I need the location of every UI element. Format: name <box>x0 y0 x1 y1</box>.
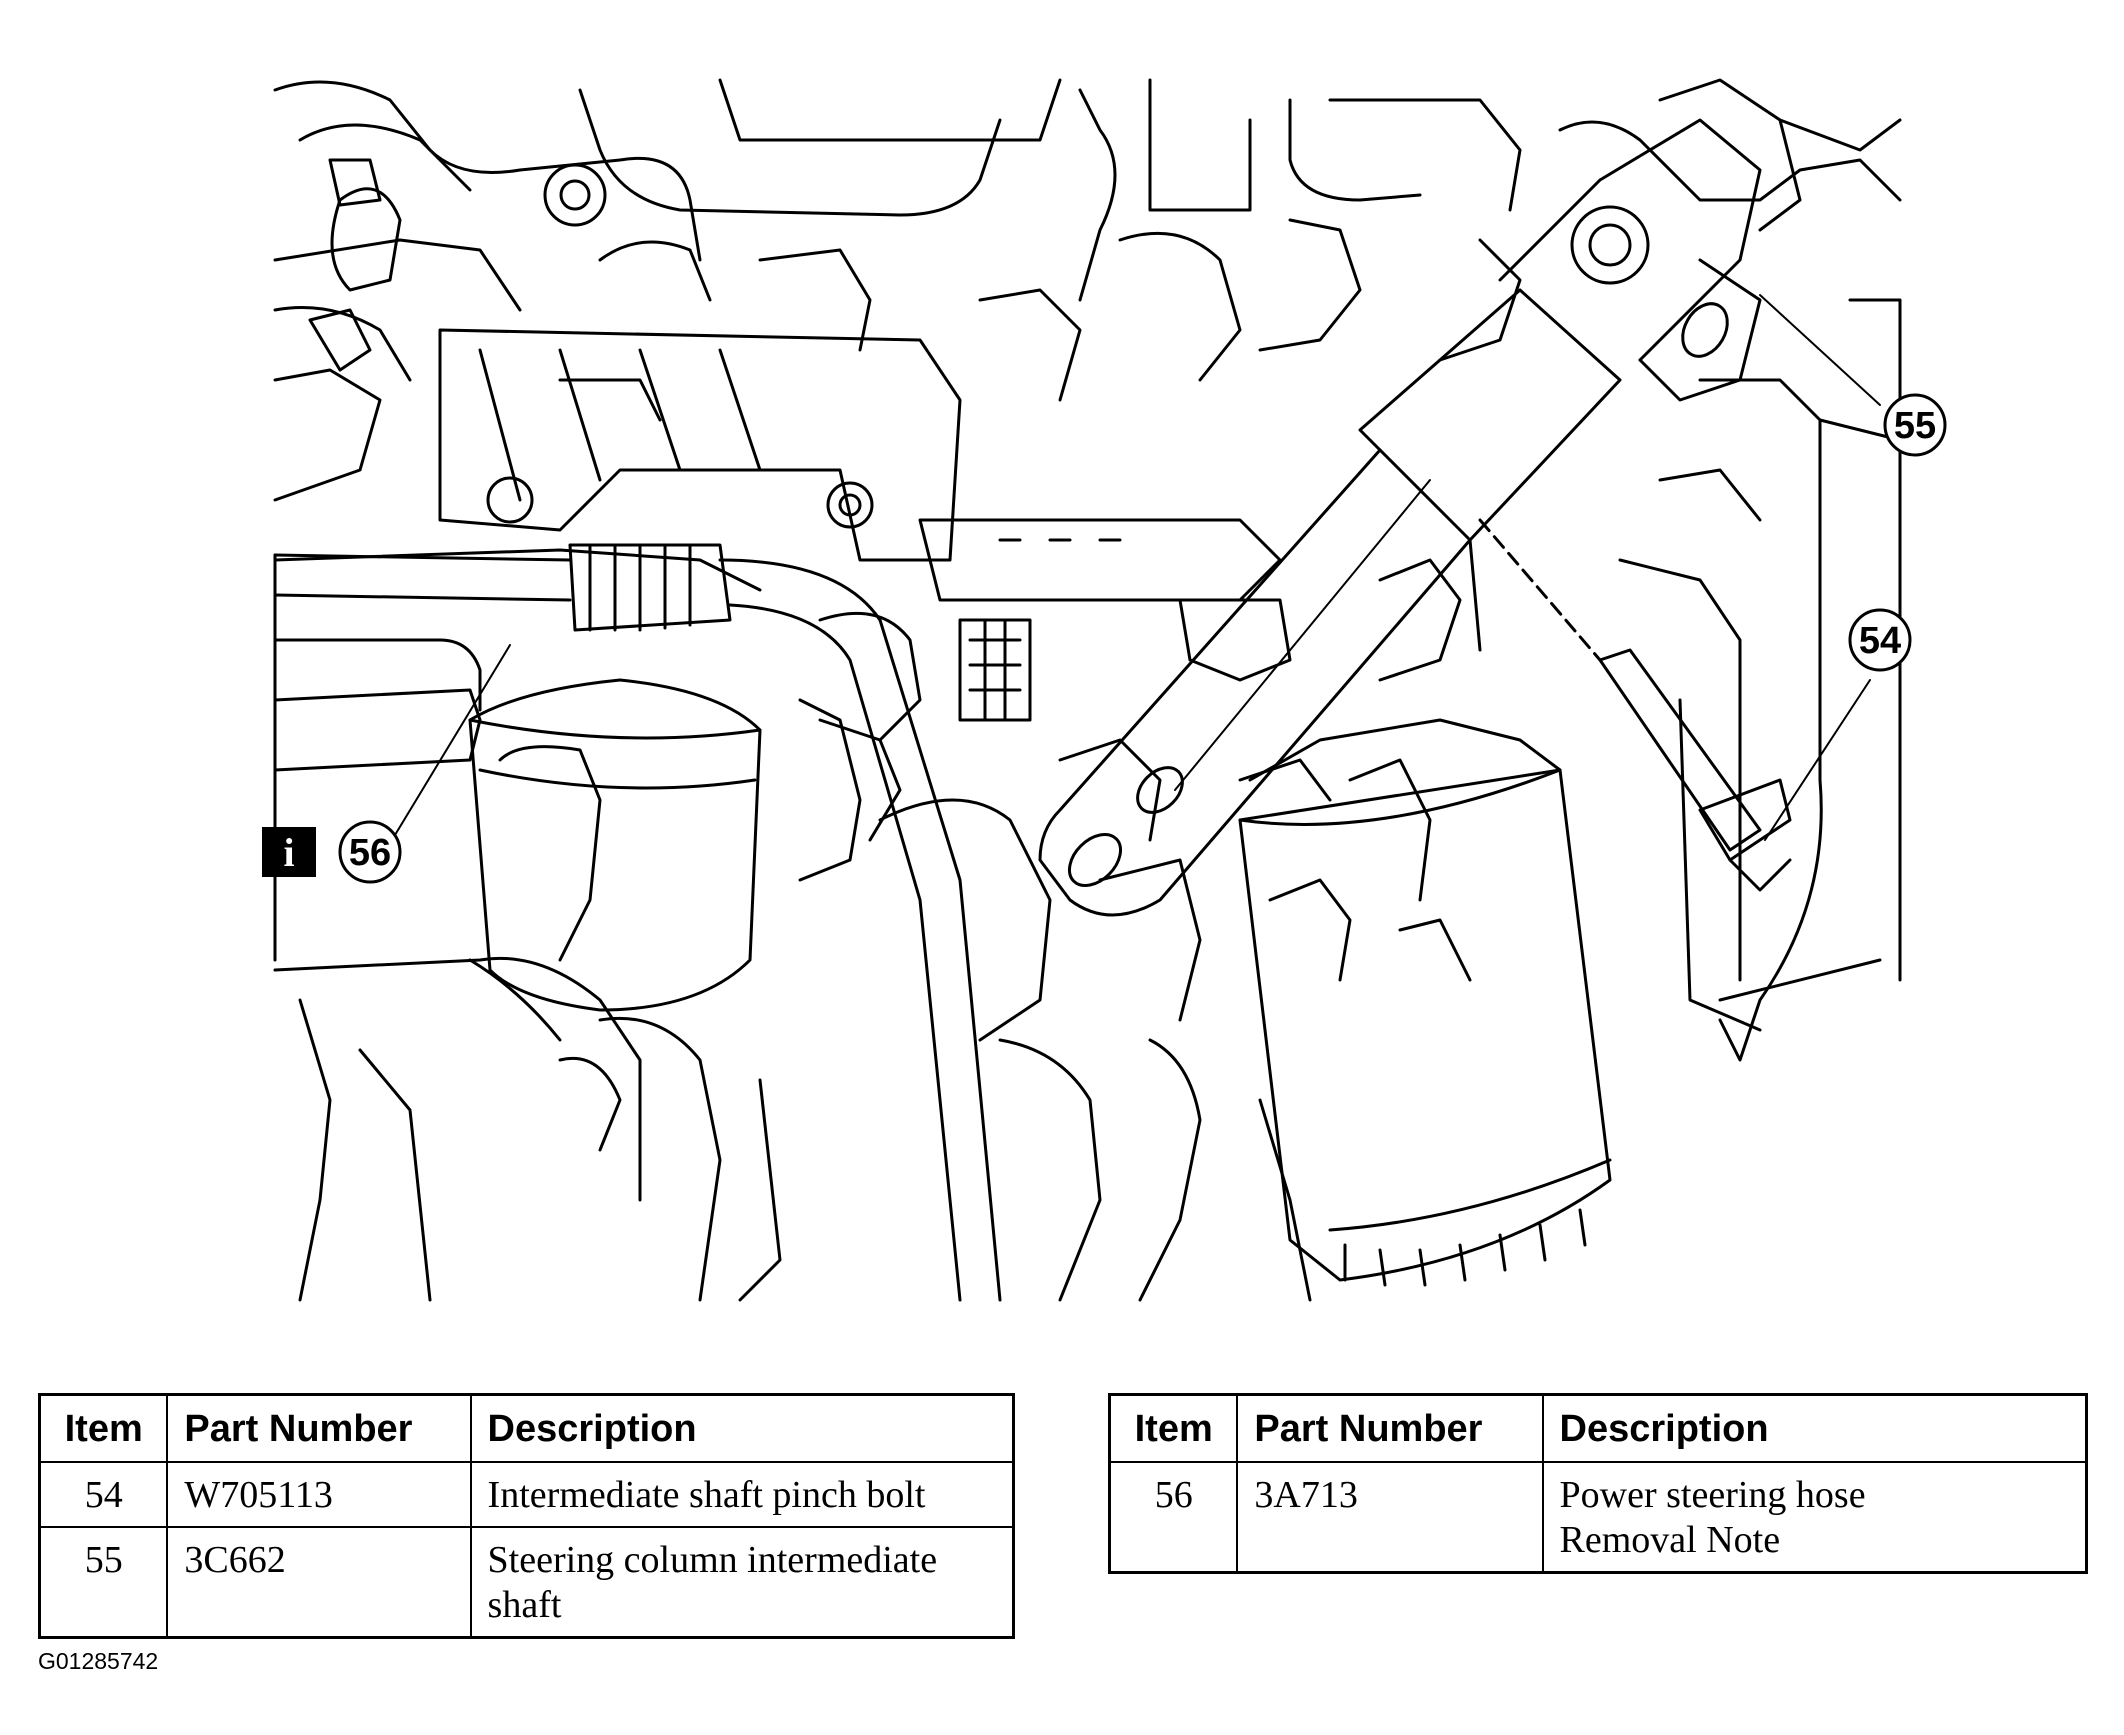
header-part-number: Part Number <box>166 1393 472 1463</box>
pinch-bolt <box>1478 518 1792 892</box>
left-canister <box>468 678 762 1012</box>
description-line: Intermediate shaft pinch bolt <box>487 1474 926 1516</box>
engine-steering-diagram: 55 54 i 56 <box>262 78 1947 1302</box>
item-cell: 54 <box>38 1461 169 1528</box>
callout-56: i 56 <box>262 820 402 884</box>
header-description: Description <box>469 1393 1015 1463</box>
header-item: Item <box>38 1393 169 1463</box>
item-cell: 55 <box>38 1526 169 1639</box>
callout-54-label: 54 <box>1859 620 1901 662</box>
header-part-number: Part Number <box>1236 1393 1544 1463</box>
mounting-bracket <box>438 328 1282 602</box>
info-icon-glyph: i <box>283 830 294 875</box>
table-row: 54 W705113 Intermediate shaft pinch bolt <box>38 1461 1015 1528</box>
engine-background-lines <box>273 78 1902 1302</box>
description-line: Steering column intermediate <box>487 1539 938 1581</box>
description-cell: Intermediate shaft pinch bolt <box>469 1461 1015 1528</box>
info-icon <box>262 827 316 877</box>
table-header-row: Item Part Number Description <box>1108 1393 2088 1463</box>
figure-id: G01285742 <box>38 1648 159 1674</box>
callout-55-label: 55 <box>1894 405 1936 447</box>
table-header-row: Item Part Number Description <box>38 1393 1015 1463</box>
part-number-cell: 3A713 <box>1236 1461 1544 1574</box>
callout-56-label: 56 <box>349 832 391 874</box>
part-number-cell: 3C662 <box>166 1526 472 1639</box>
header-description: Description <box>1541 1393 2088 1463</box>
callout-54: 54 <box>1848 608 1912 672</box>
steering-intermediate-shaft <box>1038 78 1902 917</box>
description-line: Power steering hose <box>1559 1474 1866 1516</box>
power-steering-hose <box>273 543 1002 1302</box>
item-cell: 56 <box>1108 1461 1239 1574</box>
description-line: Removal Note <box>1559 1519 1781 1561</box>
parts-table-left: Item Part Number Description 54 W705113 … <box>38 1393 1015 1639</box>
header-item: Item <box>1108 1393 1239 1463</box>
parts-table-right: Item Part Number Description 56 3A713 Po… <box>1108 1393 2088 1574</box>
oil-filter <box>1238 718 1612 1287</box>
leader-lines <box>394 294 1881 841</box>
description-line: shaft <box>487 1584 562 1626</box>
callout-55: 55 <box>1883 393 1947 457</box>
part-number-cell: W705113 <box>166 1461 472 1528</box>
